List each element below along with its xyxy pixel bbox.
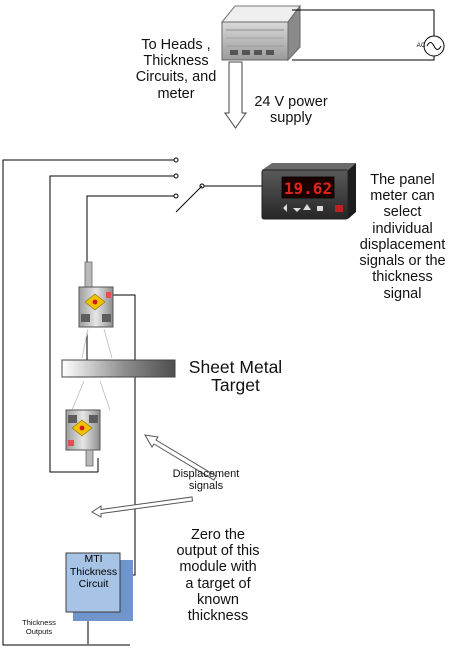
displacement-arrow-lower	[91, 496, 194, 518]
ac-wire-top	[292, 9, 435, 36]
power-arrow-icon	[224, 61, 247, 129]
to-heads-label: To Heads , Thickness Circuits, and meter	[135, 37, 217, 102]
ac-wire-bottom	[292, 56, 435, 61]
power-supply-icon	[220, 4, 301, 62]
meter-display: 19.62	[284, 179, 332, 198]
displacement-signals-label: Displacement signals	[172, 468, 240, 493]
ac-label: AC	[416, 42, 426, 49]
mti-module-label: MTI Thickness Circuit	[69, 553, 118, 591]
selector-switch	[173, 157, 262, 213]
mti-thickness-module	[65, 552, 133, 621]
zero-output-note: Zero the output of this module with a ta…	[176, 527, 260, 625]
thickness-outputs-label: Thickness Outputs	[22, 618, 56, 636]
displacement-arrow-upper	[144, 434, 217, 481]
sheet-metal-target-label: Sheet Metal Target	[188, 357, 283, 396]
ac-source-icon	[423, 35, 445, 57]
upper-sensor-icon	[78, 261, 114, 359]
power-supply-label: 24 V power supply	[254, 94, 328, 127]
panel-meter-icon: 19.62	[261, 163, 356, 220]
lower-sensor-icon	[65, 380, 111, 467]
sheet-metal-target	[61, 359, 176, 378]
panel-meter-note: The panel meter can select individual di…	[359, 172, 446, 302]
